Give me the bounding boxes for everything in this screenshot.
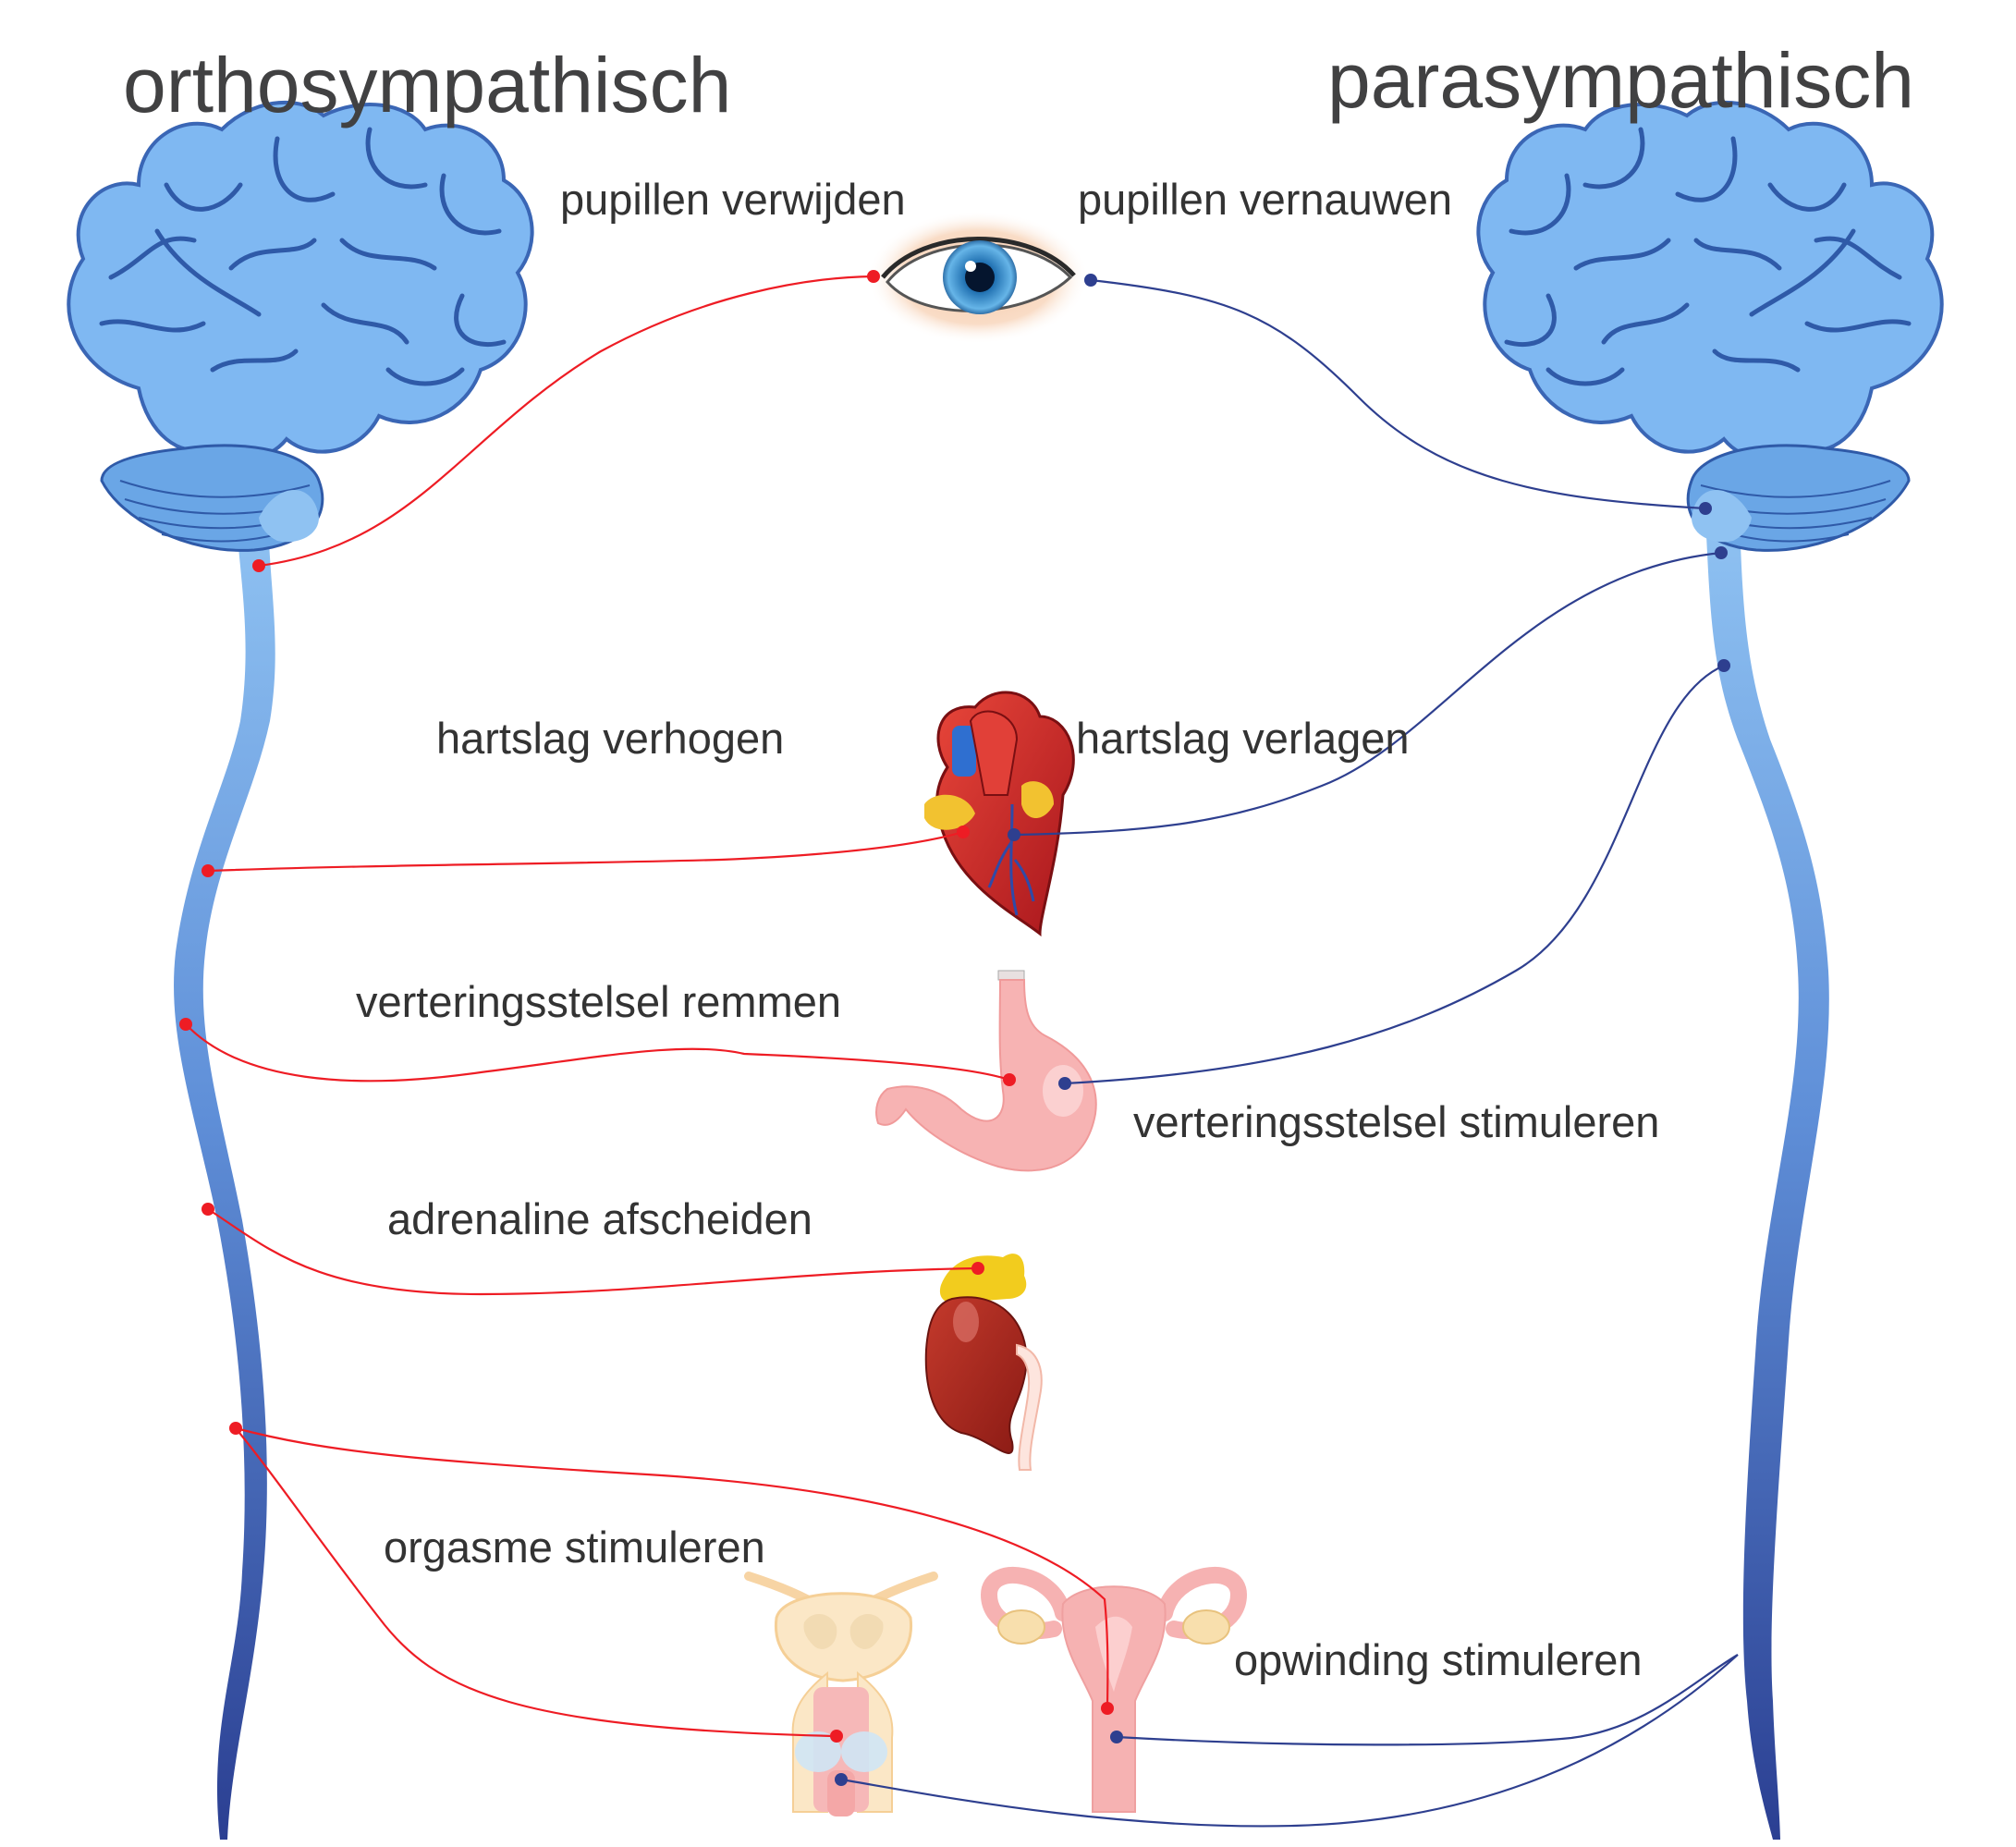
right-brain-spine [1476, 100, 1944, 1840]
sympathetic-nerve-heart [207, 830, 964, 873]
parasympathetic-nerve-male [840, 1654, 1739, 1828]
parasympathetic-nerve-eye [1090, 278, 1706, 510]
left-spinal-cord [174, 518, 275, 1840]
endpoint-dot [830, 1730, 843, 1743]
female-reproductive-icon [980, 1567, 1248, 1813]
title-orthosympathetic: orthosympathisch [123, 42, 732, 128]
kidney-icon [924, 1254, 1043, 1471]
sympathetic-nerve-stomach [185, 1023, 1010, 1083]
label-heart-increase: hartslag verhogen [436, 714, 785, 763]
endpoint-dot [179, 1018, 192, 1031]
eye-icon [867, 211, 1089, 344]
parasympathetic-nerves [840, 278, 1739, 1828]
left-brain-spine [67, 100, 534, 1840]
stomach-icon [875, 970, 1097, 1172]
sympathetic-nerve-adrenal [207, 1208, 979, 1296]
label-digest-stimulate: verteringsstelsel stimuleren [1133, 1097, 1660, 1146]
right-brain-icon [1476, 100, 1944, 552]
endpoint-dot [1008, 828, 1020, 841]
sympathetic-nerve-eye [258, 275, 874, 568]
endpoint-dot [1699, 502, 1712, 515]
label-pupils-constrict: pupillen vernauwen [1078, 175, 1453, 224]
endpoint-dot [1058, 1077, 1071, 1090]
male-reproductive-icon [744, 1572, 938, 1816]
parasympathetic-nerve-heart [1013, 551, 1722, 837]
endpoint-dot [229, 1422, 242, 1435]
sympathetic-nerve-female [235, 1426, 1109, 1709]
endpoint-dot [202, 864, 214, 877]
endpoint-dot [252, 559, 265, 572]
parasympathetic-nerve-stomach [1064, 664, 1725, 1085]
endpoint-dot [957, 826, 970, 838]
endpoint-dot [835, 1773, 848, 1786]
label-orgasm: orgasme stimuleren [384, 1523, 765, 1572]
label-adrenaline: adrenaline afscheiden [387, 1194, 813, 1243]
left-brain-icon [67, 100, 534, 552]
endpoint-dot [867, 270, 880, 283]
endpoint-dot [1003, 1073, 1016, 1086]
endpoint-dot [1084, 274, 1097, 287]
label-heart-decrease: hartslag verlagen [1076, 714, 1410, 763]
sympathetic-nerve-male [235, 1427, 837, 1738]
endpoint-dot [1101, 1702, 1114, 1715]
endpoint-dot [1715, 546, 1728, 559]
title-parasympathetic: parasympathisch [1327, 37, 1914, 124]
label-pupils-dilate: pupillen verwijden [560, 175, 906, 224]
endpoint-dot [202, 1203, 214, 1216]
endpoint-dot [1110, 1731, 1123, 1743]
parasympathetic-nerve-female [1116, 1654, 1739, 1746]
endpoint-dot [971, 1262, 984, 1275]
right-spinal-cord [1705, 518, 1829, 1840]
sympathetic-nerves [185, 275, 1109, 1738]
nerve-endpoints-sympathetic [179, 270, 1114, 1743]
label-arousal: opwinding stimuleren [1234, 1635, 1643, 1684]
label-digest-inhibit: verteringsstelsel remmen [356, 977, 842, 1026]
nerve-endpoints-parasympathetic [835, 274, 1730, 1786]
heart-icon [924, 691, 1075, 937]
endpoint-dot [1717, 659, 1730, 672]
